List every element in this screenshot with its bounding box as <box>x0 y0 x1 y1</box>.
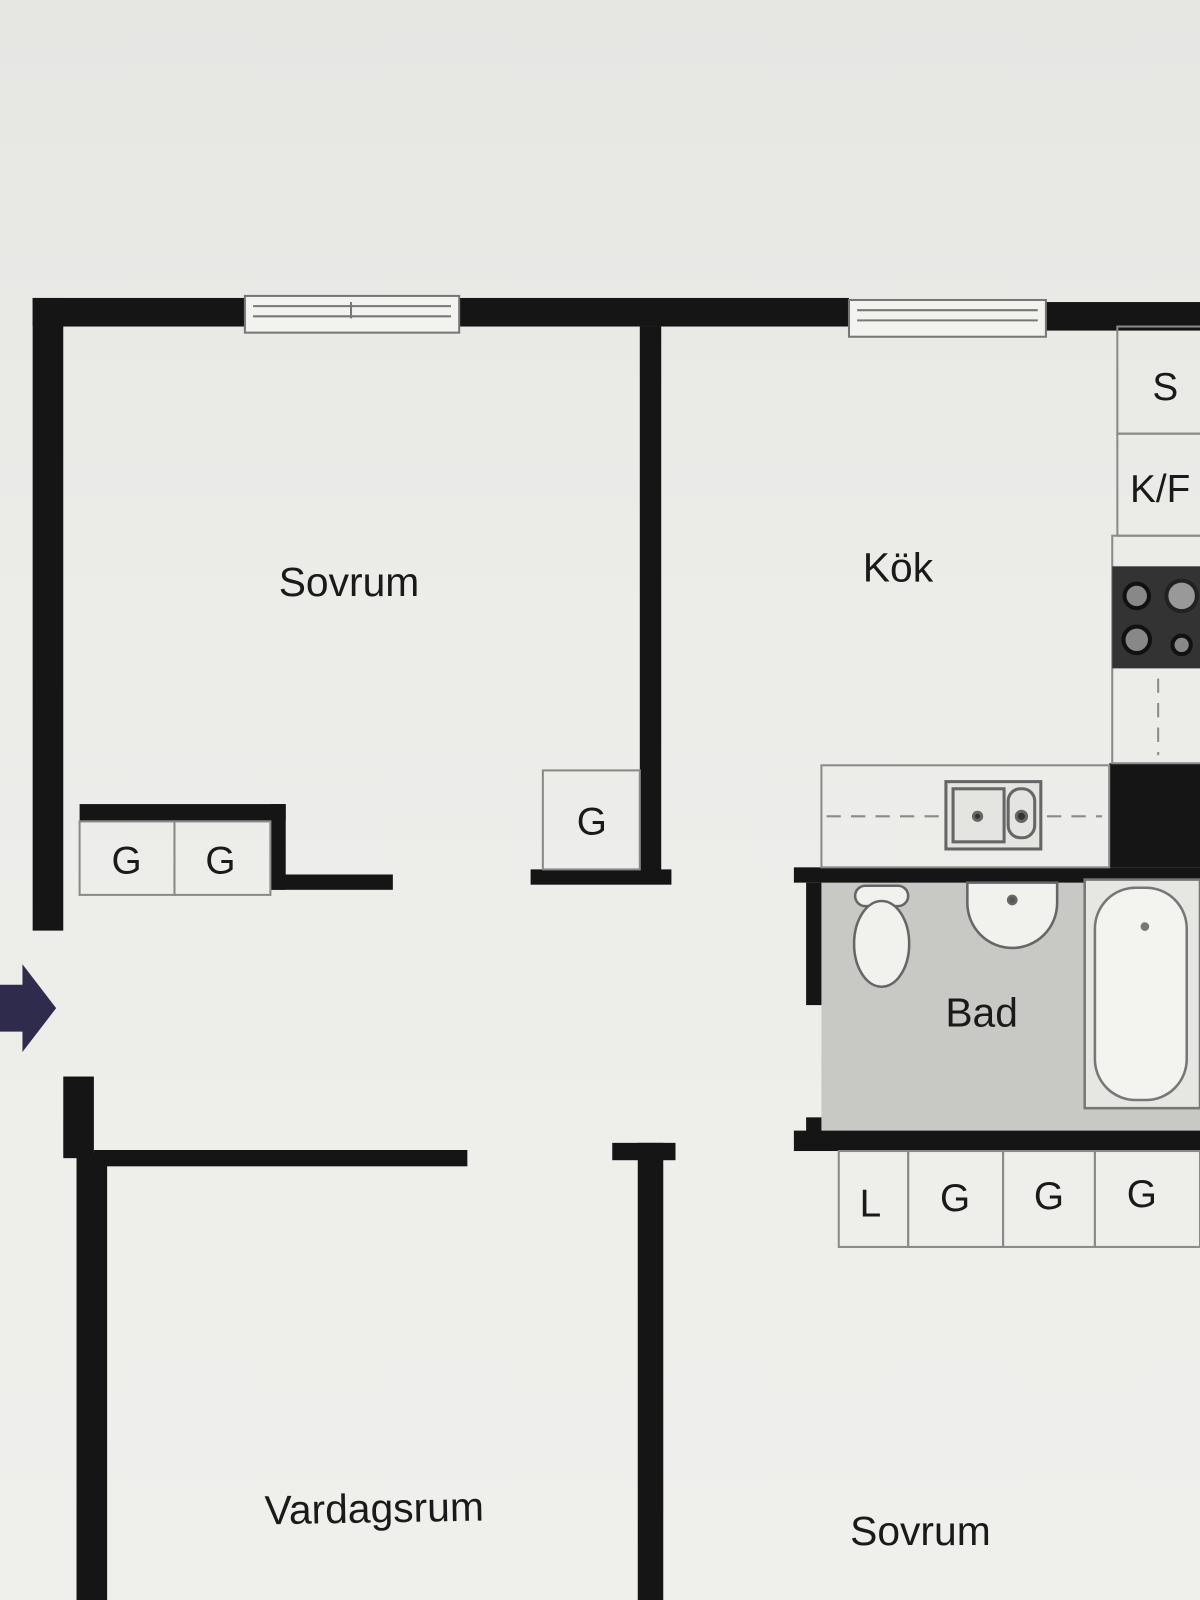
room-label-bedroom-bottom: Sovrum <box>850 1508 991 1554</box>
entrance-arrow-icon <box>0 964 57 1053</box>
kitchen-counter <box>820 764 1111 869</box>
closet-row-g3 <box>1093 1150 1200 1248</box>
walls <box>32 297 1200 1600</box>
room-label-living-room: Vardagsrum <box>264 1484 484 1534</box>
washbasin-icon <box>966 881 1059 950</box>
storage-label: S <box>1152 366 1178 409</box>
room-label-kitchen: Kök <box>863 545 934 591</box>
closet-label-hall-center: G <box>577 801 607 844</box>
closet-label-hall-left-2: G <box>205 839 235 882</box>
fridge-freezer-label: K/F <box>1130 468 1190 511</box>
closet-label-row-g2: G <box>1034 1175 1064 1218</box>
sink-icon <box>944 780 1043 851</box>
closet-label-row-g1: G <box>940 1177 970 1220</box>
closet-hall-left-2 <box>173 820 272 896</box>
closet-label-row-l: L <box>860 1182 882 1225</box>
toilet-icon <box>852 884 911 989</box>
closet-hall-center <box>541 769 641 871</box>
window-kitchen <box>847 298 1047 338</box>
closet-label-hall-left-1: G <box>111 839 141 882</box>
closet-label-row-g3: G <box>1127 1173 1157 1216</box>
bathtub-icon <box>1083 878 1200 1110</box>
room-label-bathroom: Bad <box>945 990 1018 1036</box>
room-label-bedroom-top: Sovrum <box>279 559 420 605</box>
stove-icon <box>1112 566 1200 669</box>
window-bedroom <box>243 294 461 334</box>
